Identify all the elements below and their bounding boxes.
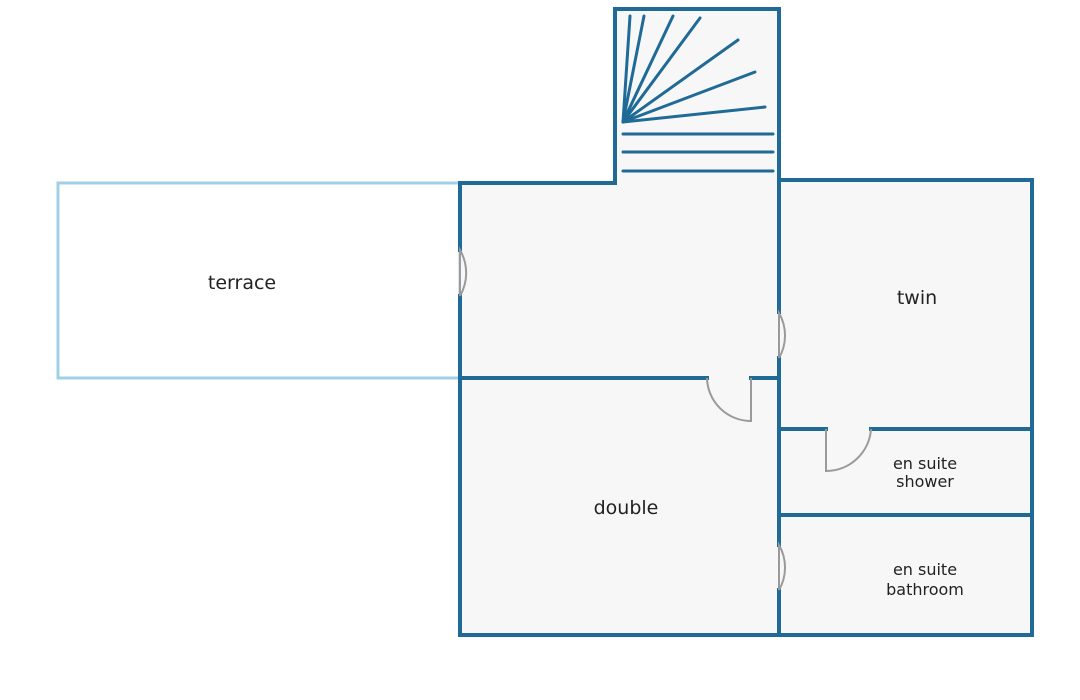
terrace-door xyxy=(459,246,468,297)
floor-fills xyxy=(460,9,1032,635)
twin-floor xyxy=(779,180,1032,429)
terrace-label: terrace xyxy=(208,272,276,294)
double-door xyxy=(706,377,752,423)
shower-floor xyxy=(779,429,1032,515)
landing-floor xyxy=(460,183,779,378)
bathroom-label-line2: bathroom xyxy=(886,580,964,599)
bathroom-floor xyxy=(779,515,1032,635)
shower-label-line2: shower xyxy=(896,472,954,491)
walls xyxy=(458,7,1034,637)
terrace-area xyxy=(56,181,462,380)
staircase xyxy=(621,14,775,173)
bathroom-door xyxy=(778,541,786,591)
twin-door xyxy=(778,309,786,359)
twin-label: twin xyxy=(897,287,937,309)
double-floor xyxy=(460,378,779,635)
shower-door xyxy=(825,428,872,473)
doors xyxy=(459,246,872,591)
bathroom-label-line1: en suite xyxy=(893,560,957,579)
double-label: double xyxy=(594,497,659,519)
shower-label-line1: en suite xyxy=(893,454,957,473)
